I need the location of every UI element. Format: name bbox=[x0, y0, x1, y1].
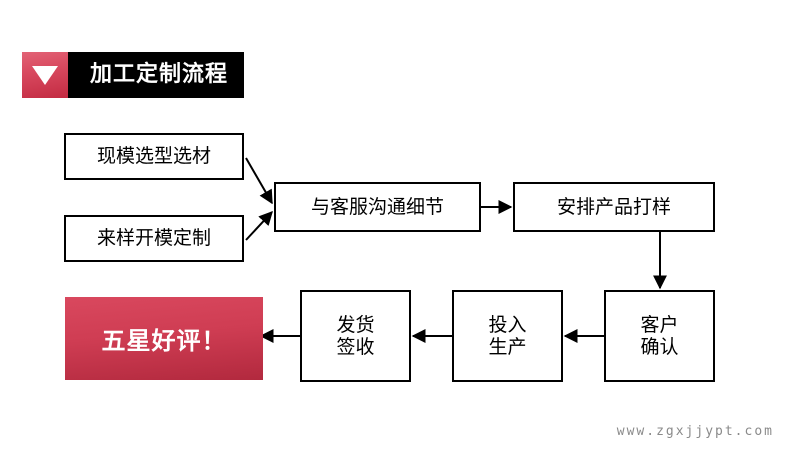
edge-a-to-c bbox=[245, 157, 273, 205]
header-marker-swatch bbox=[22, 52, 68, 98]
page-title: 加工定制流程 bbox=[90, 62, 229, 87]
header-title-bar: 加工定制流程 bbox=[68, 52, 245, 98]
triangle-down-icon bbox=[32, 65, 58, 85]
flow-node-kefu-goutong[interactable]: 与客服沟通细节 bbox=[274, 182, 481, 232]
watermark-url: www.zgxjjypt.com bbox=[616, 424, 774, 439]
flow-node-xianmo-xuanxing[interactable]: 现模选型选材 bbox=[64, 133, 244, 180]
flow-node-touru-shengchan[interactable]: 投入 生产 bbox=[452, 290, 563, 382]
edge-b-to-c bbox=[245, 210, 273, 241]
flow-node-anpai-dayang[interactable]: 安排产品打样 bbox=[513, 182, 715, 232]
flow-node-fahuo-qianshou[interactable]: 发货 签收 bbox=[300, 290, 411, 382]
flow-node-laiyang-kaimo[interactable]: 来样开模定制 bbox=[64, 215, 244, 262]
flow-node-kehu-queren[interactable]: 客户 确认 bbox=[604, 290, 715, 382]
section-header: 加工定制流程 bbox=[22, 52, 245, 98]
flow-node-wuxing-haoping[interactable]: 五星好评！ bbox=[65, 297, 263, 380]
